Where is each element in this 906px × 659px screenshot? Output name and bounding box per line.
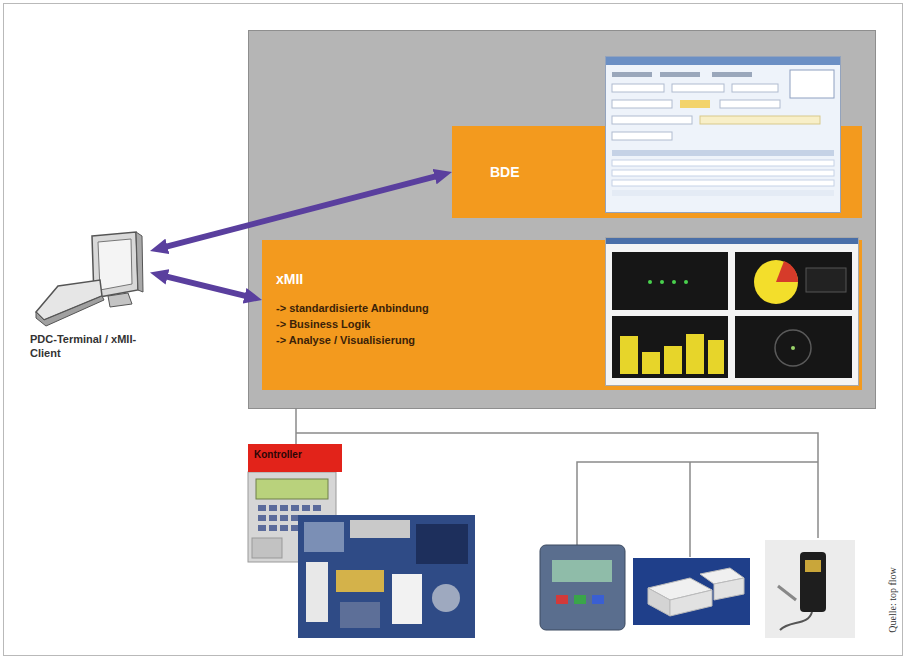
node-title: PDC-Terminal / xMII-Client xyxy=(30,332,150,360)
node-text: -> Business Logik xyxy=(276,316,848,332)
io-modules xyxy=(633,558,750,625)
terminal-device xyxy=(540,545,625,630)
node-title: Kontroller xyxy=(254,448,336,462)
frame xyxy=(4,4,903,656)
terminal-client: PDC-Terminal / xMII-Client xyxy=(28,228,150,363)
double-arrow xyxy=(162,175,441,248)
node-title: xMII xyxy=(276,270,848,288)
handheld-device xyxy=(765,540,855,638)
controller-header: Kontroller xyxy=(248,444,342,472)
wiring xyxy=(296,408,818,557)
system-panel xyxy=(249,31,876,409)
source-note: Quelle: top flow xyxy=(887,567,899,633)
computer-icon xyxy=(36,232,143,326)
bde-screenshot xyxy=(606,57,841,213)
node-text: -> Analyse / Visualisierung xyxy=(276,332,848,348)
machine-photo xyxy=(298,515,475,638)
double-arrow xyxy=(162,275,251,297)
node-text: -> standardisierte Anbindung xyxy=(276,300,848,316)
node-title: BDE xyxy=(490,163,862,181)
dashboard-screenshot xyxy=(606,238,859,386)
